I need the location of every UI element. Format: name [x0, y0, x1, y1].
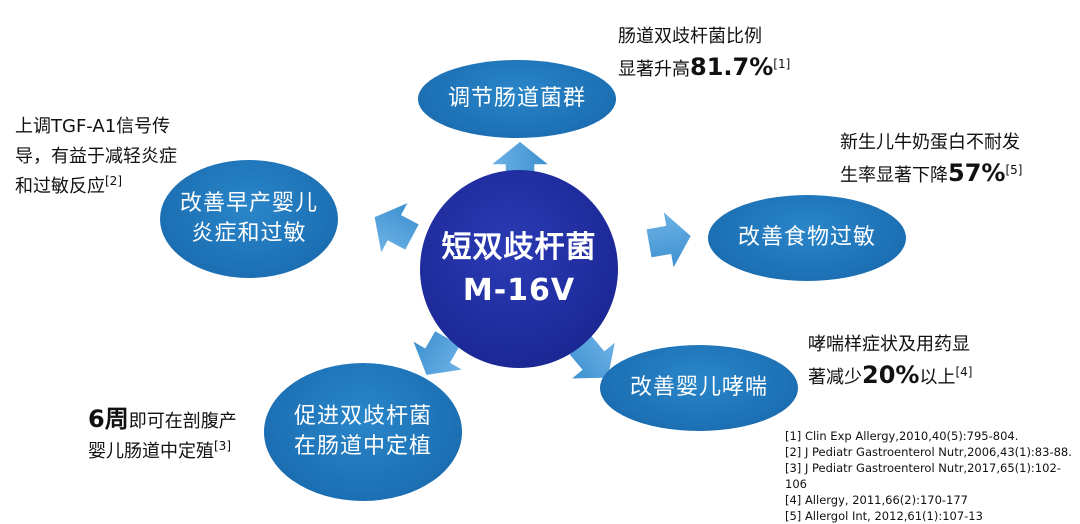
arrow-to-right — [644, 208, 693, 272]
node-left-label-2: 炎症和过敏 — [191, 221, 307, 246]
note-bottom-left-line1: 6周即可在剖腹产 — [88, 404, 237, 437]
note-left-line1: 上调TGF-A1信号传 — [15, 116, 171, 137]
note-right-value: 57% — [948, 159, 1006, 187]
note-bottom-right-text-2: 以上 — [919, 367, 956, 388]
reference-item: [5] Allergol Int, 2012,61(1):107-13 — [785, 509, 983, 523]
reference-item: [4] Allergy, 2011,66(2):170-177 — [785, 493, 968, 507]
note-bottom-left-text-2: 婴儿肠道中定殖 — [88, 441, 214, 462]
note-top: 肠道双歧杆菌比例 显著升高81.7%[1] — [618, 22, 790, 85]
node-right-label: 改善食物过敏 — [737, 225, 876, 251]
note-right: 新生儿牛奶蛋白不耐发 生率显著下降57%[5] — [840, 128, 1022, 191]
reference-item: [2] J Pediatr Gastroenterol Nutr,2006,43… — [785, 445, 1072, 459]
note-bottom-left-text: 即可在剖腹产 — [128, 411, 237, 432]
reference-item: [3] J Pediatr Gastroenterol Nutr,2017,65… — [785, 461, 1061, 475]
note-left-line2: 导，有益于减轻炎症 — [15, 146, 177, 167]
note-top-line2: 显著升高81.7%[1] — [618, 52, 790, 85]
note-right-text: 生率显著下降 — [840, 165, 948, 186]
note-bottom-right-ref: [4] — [955, 365, 973, 379]
note-top-value: 81.7% — [690, 53, 774, 81]
note-top-ref: [1] — [773, 57, 791, 71]
note-bottom-left-line2: 婴儿肠道中定殖[3] — [88, 437, 237, 467]
arrow-to-left — [372, 199, 421, 257]
node-bottom-left-label-1: 促进双歧杆菌 — [293, 404, 432, 430]
note-bottom-left-value: 6周 — [88, 405, 129, 433]
center-node: 短双歧杆菌 M-16V — [420, 170, 618, 368]
note-right-line2: 生率显著下降57%[5] — [840, 158, 1022, 191]
note-bottom-left: 6周即可在剖腹产 婴儿肠道中定殖[3] — [88, 404, 237, 467]
node-left: 改善早产婴儿 炎症和过敏 — [160, 160, 338, 278]
node-left-label-1: 改善早产婴儿 — [179, 191, 318, 217]
note-top-line1: 肠道双歧杆菌比例 — [618, 26, 762, 47]
note-left-ref: [2] — [105, 174, 122, 188]
note-left-line3: 和过敏反应[2] — [15, 172, 177, 202]
node-bottom-left: 促进双歧杆菌 在肠道中定植 — [264, 363, 462, 501]
node-bottom-left-label-2: 在肠道中定植 — [293, 434, 432, 459]
note-left-text: 和过敏反应 — [15, 176, 105, 197]
note-bottom-right-text: 著减少 — [808, 367, 862, 388]
node-bottom-right: 改善婴儿哮喘 — [600, 345, 798, 431]
references: [1] Clin Exp Allergy,2010,40(5):795-804.… — [785, 428, 1072, 524]
reference-item: [1] Clin Exp Allergy,2010,40(5):795-804. — [785, 429, 1019, 443]
note-top-text: 显著升高 — [618, 59, 690, 80]
node-top: 调节肠道菌群 — [418, 60, 616, 138]
center-title: 短双歧杆菌 — [441, 229, 597, 265]
node-top-label: 调节肠道菌群 — [447, 86, 586, 112]
note-bottom-right-value: 20% — [862, 361, 920, 389]
node-bottom-right-label: 改善婴儿哮喘 — [629, 375, 768, 401]
note-bottom-left-ref: [3] — [214, 439, 231, 453]
note-bottom-right-line2: 著减少20%以上[4] — [808, 360, 972, 393]
note-right-line1: 新生儿牛奶蛋白不耐发 — [840, 132, 1020, 153]
center-subtitle: M-16V — [462, 273, 576, 308]
note-left: 上调TGF-A1信号传 导，有益于减轻炎症 和过敏反应[2] — [15, 112, 177, 202]
reference-item: 106 — [785, 477, 807, 491]
note-bottom-right: 哮喘样症状及用药显 著减少20%以上[4] — [808, 330, 972, 393]
note-bottom-right-line1: 哮喘样症状及用药显 — [808, 334, 970, 355]
node-right: 改善食物过敏 — [708, 195, 906, 281]
note-right-ref: [5] — [1005, 163, 1023, 177]
